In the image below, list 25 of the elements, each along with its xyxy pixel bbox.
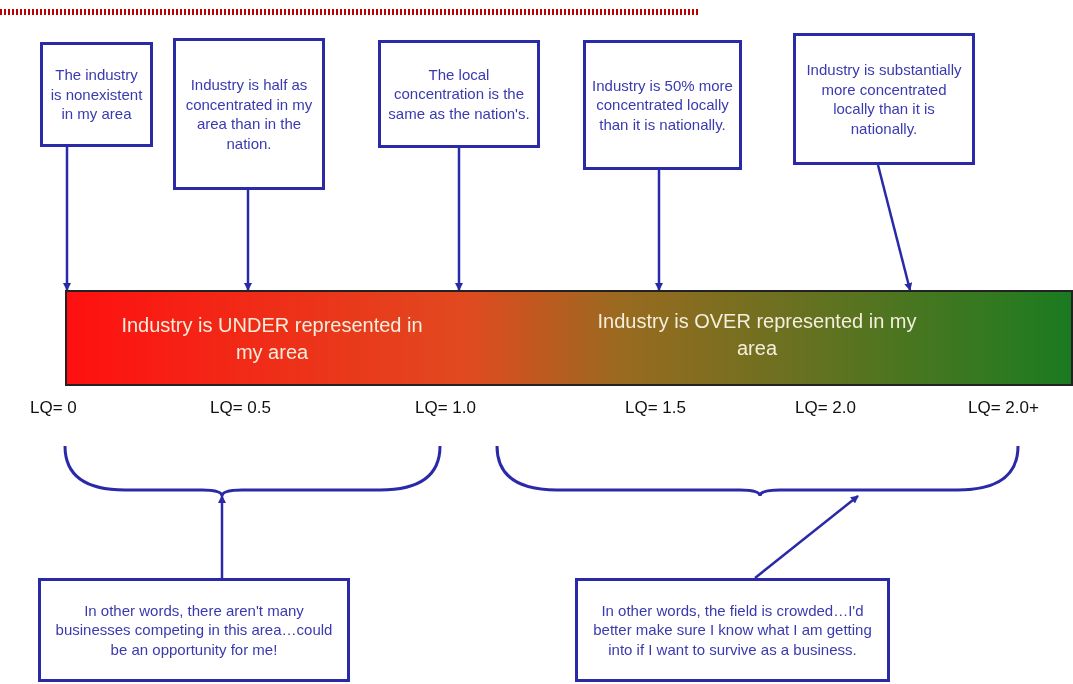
callout-box: Industry is half as concentrated in my area than in the nation. — [173, 38, 325, 190]
scale-label: LQ= 1.0 — [415, 398, 476, 418]
scale-label: LQ= 2.0 — [795, 398, 856, 418]
curly-bracket — [63, 445, 442, 498]
callout-box: Industry is 50% more concentrated locally than it is nationally. — [583, 40, 742, 170]
arrow — [63, 147, 71, 291]
scale-label: LQ= 0.5 — [210, 398, 271, 418]
arrow — [876, 164, 913, 291]
bar-label: Industry is UNDER represented in my area — [120, 313, 424, 365]
gradient-bar — [65, 290, 1073, 386]
callout-box: In other words, there aren't many businesses competing in this area…could be an opportunity for me! — [38, 578, 350, 682]
callout-box: The local concentration is the same as the nation's. — [378, 40, 540, 148]
callout-box: Industry is substantially more concentrated locally than it is nationally. — [793, 33, 975, 165]
scale-label: LQ= 1.5 — [625, 398, 686, 418]
arrow — [655, 170, 663, 291]
scale-label: LQ= 0 — [30, 398, 77, 418]
arrow — [218, 495, 226, 578]
bar-label: Industry is OVER represented in my area — [596, 309, 918, 361]
scale-label: LQ= 2.0+ — [968, 398, 1039, 418]
callout-box: In other words, the field is crowded…I'd better make sure I know what I am getting into if I want to survive as a business. — [575, 578, 890, 682]
callout-box: The industry is nonexistent in my area — [40, 42, 153, 147]
curly-bracket — [495, 445, 1020, 498]
arrow — [754, 495, 859, 579]
arrow — [244, 190, 252, 291]
arrow — [455, 148, 463, 291]
